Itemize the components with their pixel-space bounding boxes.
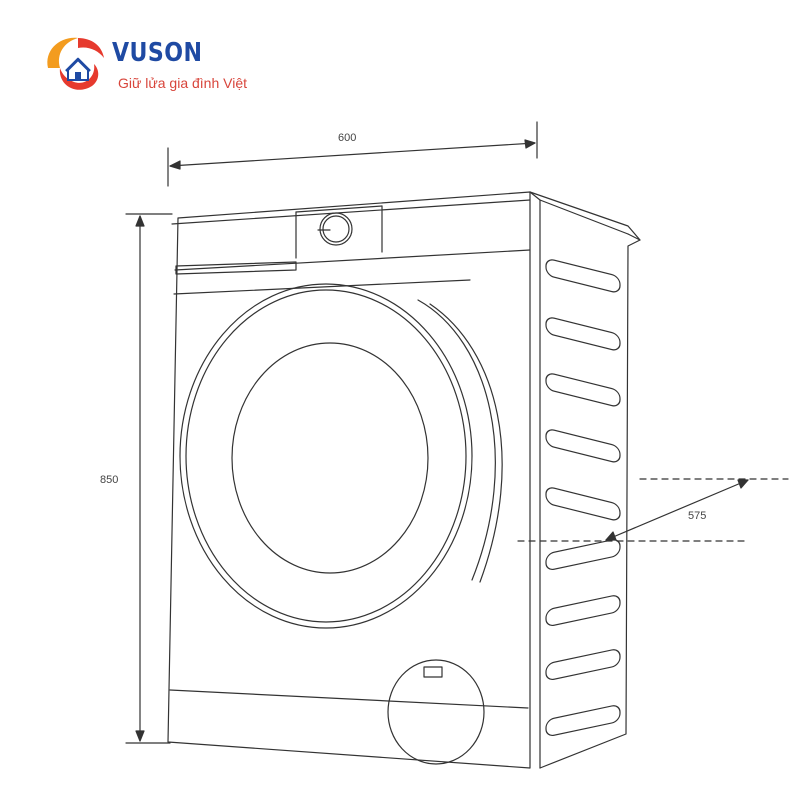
- width-label: 600: [338, 132, 357, 144]
- machine-front: [167, 191, 531, 769]
- brand-tagline: Giữ lửa gia đình Việt: [118, 75, 248, 91]
- brand-name: VUSON: [112, 38, 203, 68]
- height-dimension: [125, 213, 173, 744]
- depth-dimension: [517, 478, 789, 542]
- width-dimension: [167, 121, 538, 187]
- depth-label: 575: [688, 510, 707, 522]
- house-swirl-icon: [47, 37, 104, 90]
- height-label: 850: [100, 474, 119, 486]
- brand-logo: VUSON Giữ lửa gia đình Việt: [38, 30, 278, 100]
- machine-side: [529, 191, 641, 769]
